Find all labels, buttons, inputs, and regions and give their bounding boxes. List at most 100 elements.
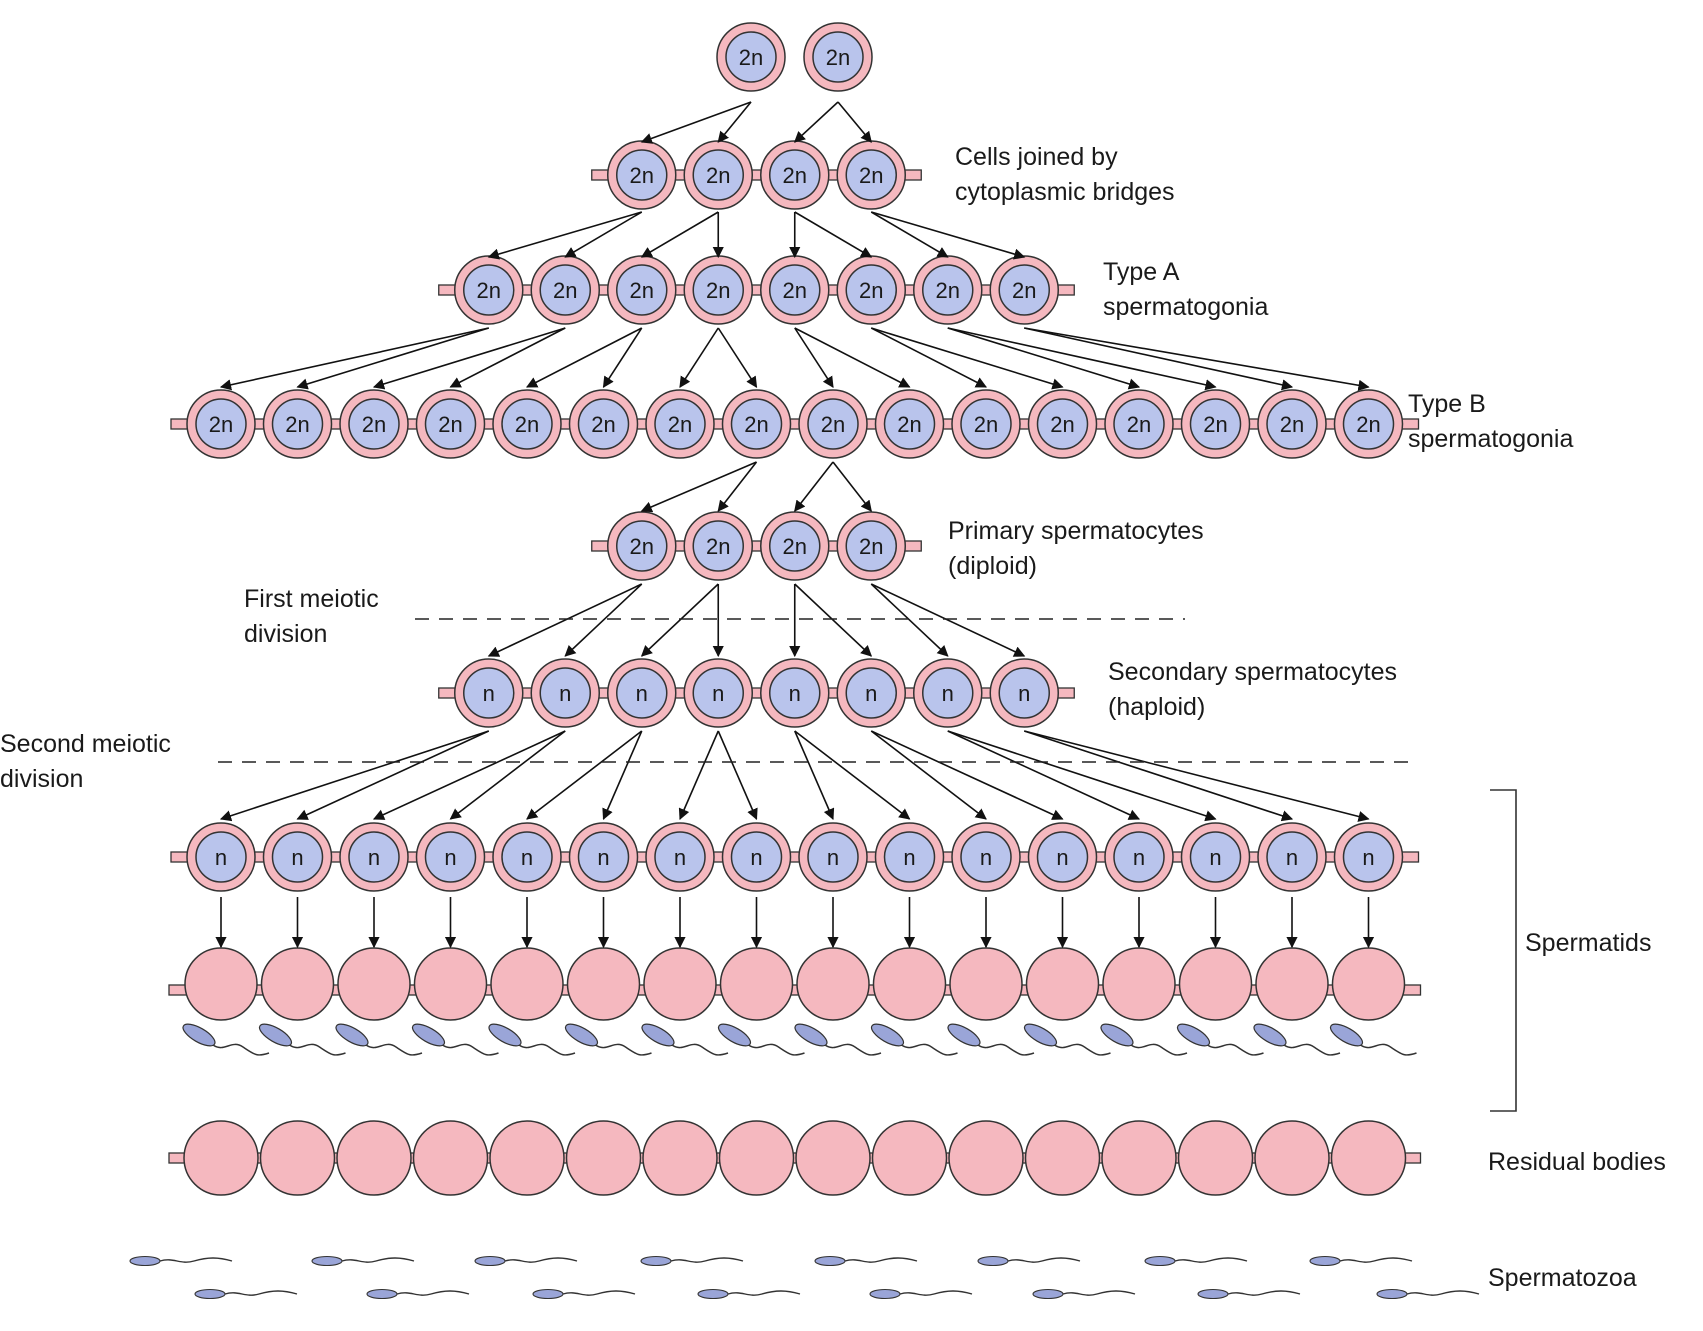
sperm-head (1032, 1288, 1064, 1300)
sperm-tail (212, 1043, 270, 1056)
ploidy-label: 2n (859, 163, 883, 188)
ploidy-label: 2n (285, 412, 309, 437)
spermatozoon (311, 1255, 415, 1267)
nucleus (1113, 398, 1165, 450)
residual-body (1101, 1120, 1177, 1196)
ploidy-label: 2n (821, 412, 845, 437)
sperm-head (194, 1288, 226, 1300)
sperm-tail (341, 1257, 415, 1263)
sperm-tail (595, 1043, 652, 1056)
residual-body (1254, 1120, 1330, 1196)
ploidy-label: 2n (1050, 412, 1074, 437)
division-arrow (832, 461, 872, 512)
spermatid-round-cell: n (1333, 822, 1404, 892)
type-b-cell: 2n (1027, 389, 1098, 459)
residual-body (259, 1120, 336, 1196)
nucleus (616, 520, 668, 572)
sperm-head (366, 1288, 398, 1300)
spermatid-body (258, 947, 346, 1056)
nucleus (998, 667, 1050, 719)
division-arrow (1024, 327, 1370, 391)
division-arrow (372, 327, 566, 390)
division-arrow (602, 730, 643, 821)
spermatid-body (564, 947, 652, 1056)
spermatozoon (1309, 1255, 1413, 1267)
ploidy-label: 2n (630, 163, 654, 188)
division-arrow (947, 327, 1217, 391)
division-arrow (717, 327, 758, 388)
division-arrow (717, 101, 752, 143)
division-arrow (640, 461, 757, 513)
spermatid-body (870, 947, 958, 1056)
ploidy-label: 2n (783, 534, 807, 559)
nucleus (348, 398, 400, 450)
nucleus (692, 149, 744, 201)
ploidy-label: 2n (630, 534, 654, 559)
label-type-a-line1: Type A (1103, 258, 1180, 286)
nucleus (845, 149, 897, 201)
joined-cell: 2n (607, 140, 677, 210)
ploidy-label: n (521, 845, 533, 870)
spermatid-round-cell: n (415, 822, 486, 892)
nucleus (577, 398, 630, 450)
spermatozoon (697, 1288, 801, 1300)
ploidy-label: 2n (859, 534, 883, 559)
spermatid-body (488, 947, 576, 1056)
sperm-head (335, 1023, 369, 1047)
meiotic-division-lines (218, 618, 1408, 763)
ploidy-label: 2n (744, 412, 768, 437)
sperm-tail (824, 1043, 882, 1056)
ploidy-label: n (636, 681, 648, 706)
nucleus (1189, 398, 1242, 450)
division-arrow (449, 730, 566, 820)
spermatid-round-cell: n (874, 822, 945, 892)
spermatozoon (129, 1255, 233, 1267)
nucleus (271, 831, 324, 883)
spermatid-round-cell: n (1257, 822, 1327, 892)
ploidy-label: n (1018, 681, 1030, 706)
nucleus (807, 398, 859, 450)
sperm-head (1176, 1023, 1211, 1047)
division-arrow (296, 730, 490, 820)
label-joined-line1: Cells joined by (955, 143, 1118, 171)
ploidy-label: n (980, 845, 992, 870)
spermatid-round-cell: n (798, 822, 868, 892)
nucleus (769, 149, 821, 201)
label-spermatids: Spermatids (1525, 929, 1651, 957)
nucleus (769, 264, 821, 316)
ploidy-label: 2n (1203, 412, 1227, 437)
ploidy-label: 2n (591, 412, 615, 437)
division-arrow (794, 730, 911, 820)
primary-cell: 2n (683, 511, 753, 581)
sperm-head (474, 1255, 506, 1267)
sperm-tail (748, 1043, 805, 1056)
spermatozoon (814, 1255, 918, 1267)
division-arrow (870, 730, 987, 820)
nucleus (725, 31, 777, 83)
nucleus (616, 264, 668, 316)
sperm-head (794, 1023, 828, 1047)
ploidy-label: 2n (668, 412, 692, 437)
sperm-tail (1054, 1043, 1111, 1056)
type-b-cell: 2n (874, 389, 945, 459)
sperm-tail (901, 1043, 958, 1056)
division-arrow (372, 730, 566, 820)
ploidy-label: n (597, 845, 609, 870)
division-arrow (219, 730, 489, 822)
cytoplasmic-bridge (168, 984, 1422, 996)
division-arrow (640, 583, 719, 657)
spermatid-round-cell: n (1104, 822, 1174, 892)
label-secondary-line1: Secondary spermatocytes (1108, 658, 1397, 686)
nucleus (1342, 398, 1395, 450)
sperm-tail (1174, 1257, 1248, 1263)
label-type-a-line2: spermatogonia (1103, 293, 1268, 321)
nucleus (539, 264, 591, 316)
spermatid-cytoplasm (1178, 947, 1253, 1021)
type-b-cell: 2n (951, 389, 1021, 459)
ploidy-label: n (789, 681, 801, 706)
nucleus (812, 31, 864, 83)
sperm-head (411, 1023, 446, 1047)
joined-cell: 2n (760, 140, 830, 210)
division-arrow (837, 101, 872, 143)
division-arrow (1024, 730, 1294, 822)
